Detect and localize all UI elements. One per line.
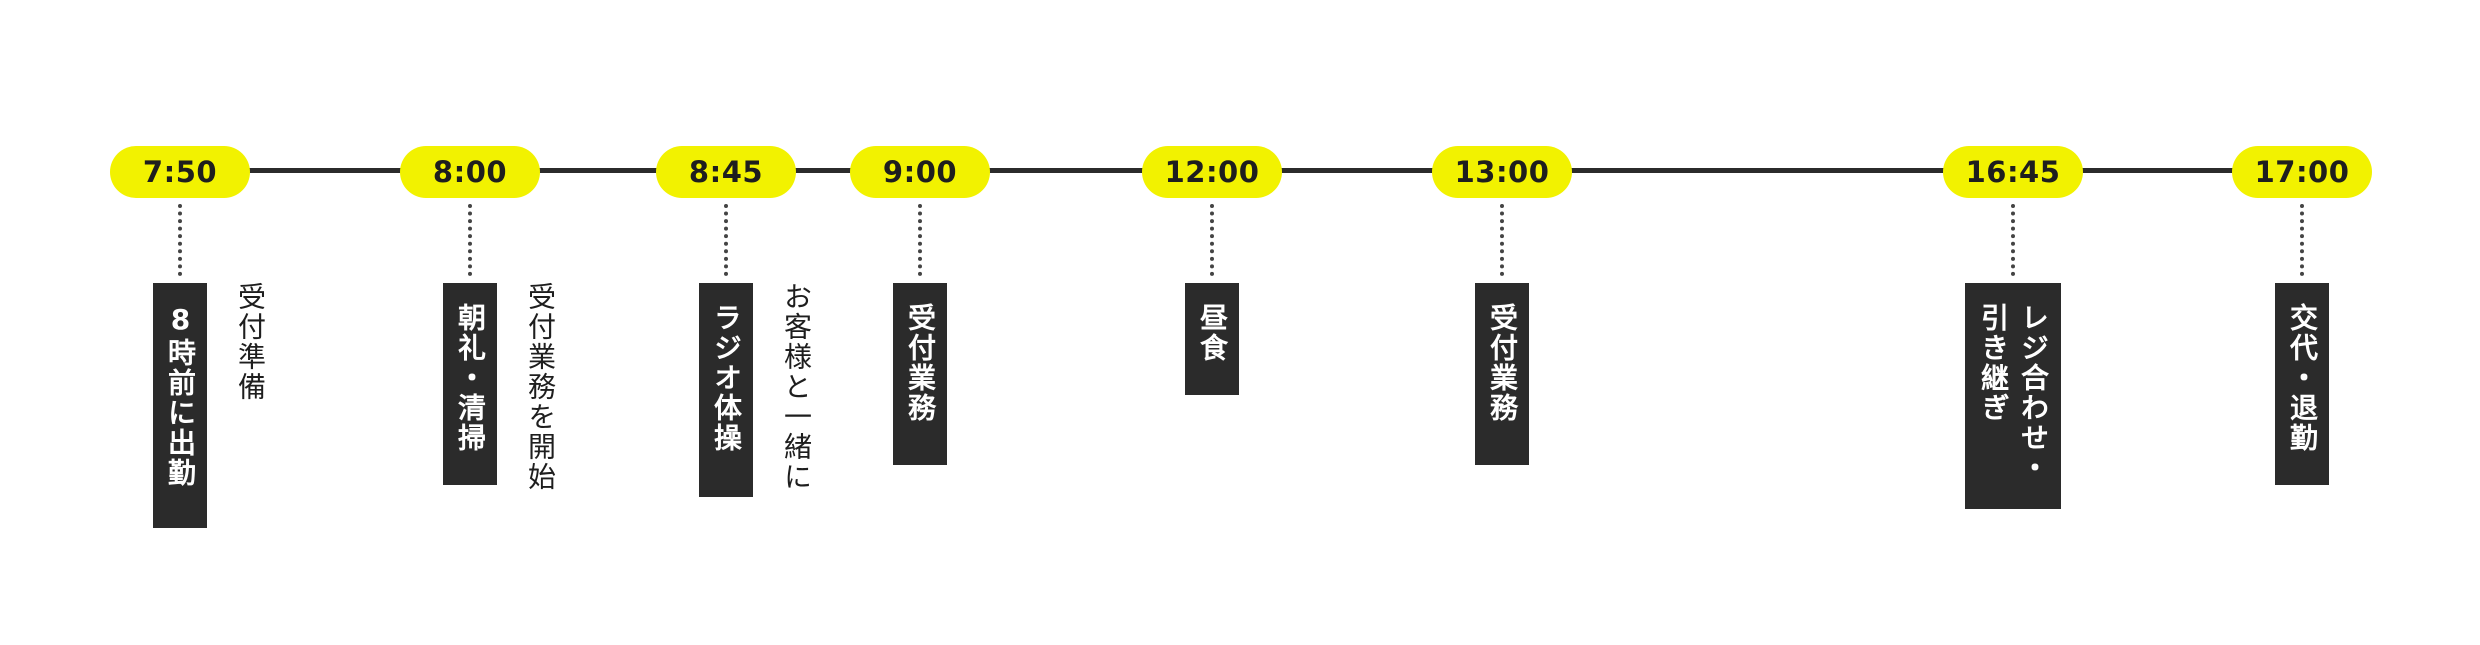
event-box: ラジオ体操 xyxy=(699,283,753,497)
event-box: 受付業務 xyxy=(893,283,947,465)
dotted-connector xyxy=(468,204,472,276)
event-note: お客様と一緒に xyxy=(780,282,813,492)
event-box: 交代・退勤 xyxy=(2275,283,2329,485)
event-box: 昼食 xyxy=(1185,283,1239,395)
time-badge: 13:00 xyxy=(1432,146,1572,198)
event-label: 受付業務 xyxy=(904,303,937,423)
event-label: 朝礼・清掃 xyxy=(454,303,487,453)
event-note: 受付業務を開始 xyxy=(524,282,557,492)
event-label: 交代・退勤 xyxy=(2286,303,2319,453)
dotted-connector xyxy=(918,204,922,276)
time-badge: 8:00 xyxy=(400,146,540,198)
dotted-connector xyxy=(1500,204,1504,276)
time-badge: 7:50 xyxy=(110,146,250,198)
event-label: 昼食 xyxy=(1196,303,1229,363)
dotted-connector xyxy=(2300,204,2304,276)
dotted-connector xyxy=(2011,204,2015,276)
event-label: 受付業務 xyxy=(1486,303,1519,423)
time-badge: 9:00 xyxy=(850,146,990,198)
event-box: 受付業務 xyxy=(1475,283,1529,465)
event-label: ラジオ体操 xyxy=(710,303,743,453)
time-badge: 8:45 xyxy=(656,146,796,198)
dotted-connector xyxy=(178,204,182,276)
event-label: レジ合わせ・ 引き継ぎ xyxy=(1977,303,2050,483)
time-badge: 16:45 xyxy=(1943,146,2083,198)
event-note: 受付準備 xyxy=(234,282,267,402)
event-box: レジ合わせ・ 引き継ぎ xyxy=(1965,283,2061,509)
time-badge: 17:00 xyxy=(2232,146,2372,198)
time-badge: 12:00 xyxy=(1142,146,1282,198)
event-box: 朝礼・清掃 xyxy=(443,283,497,485)
dotted-connector xyxy=(1210,204,1214,276)
event-box: 8時前に出勤 xyxy=(153,283,207,528)
event-label: 8時前に出勤 xyxy=(164,303,197,488)
dotted-connector xyxy=(724,204,728,276)
